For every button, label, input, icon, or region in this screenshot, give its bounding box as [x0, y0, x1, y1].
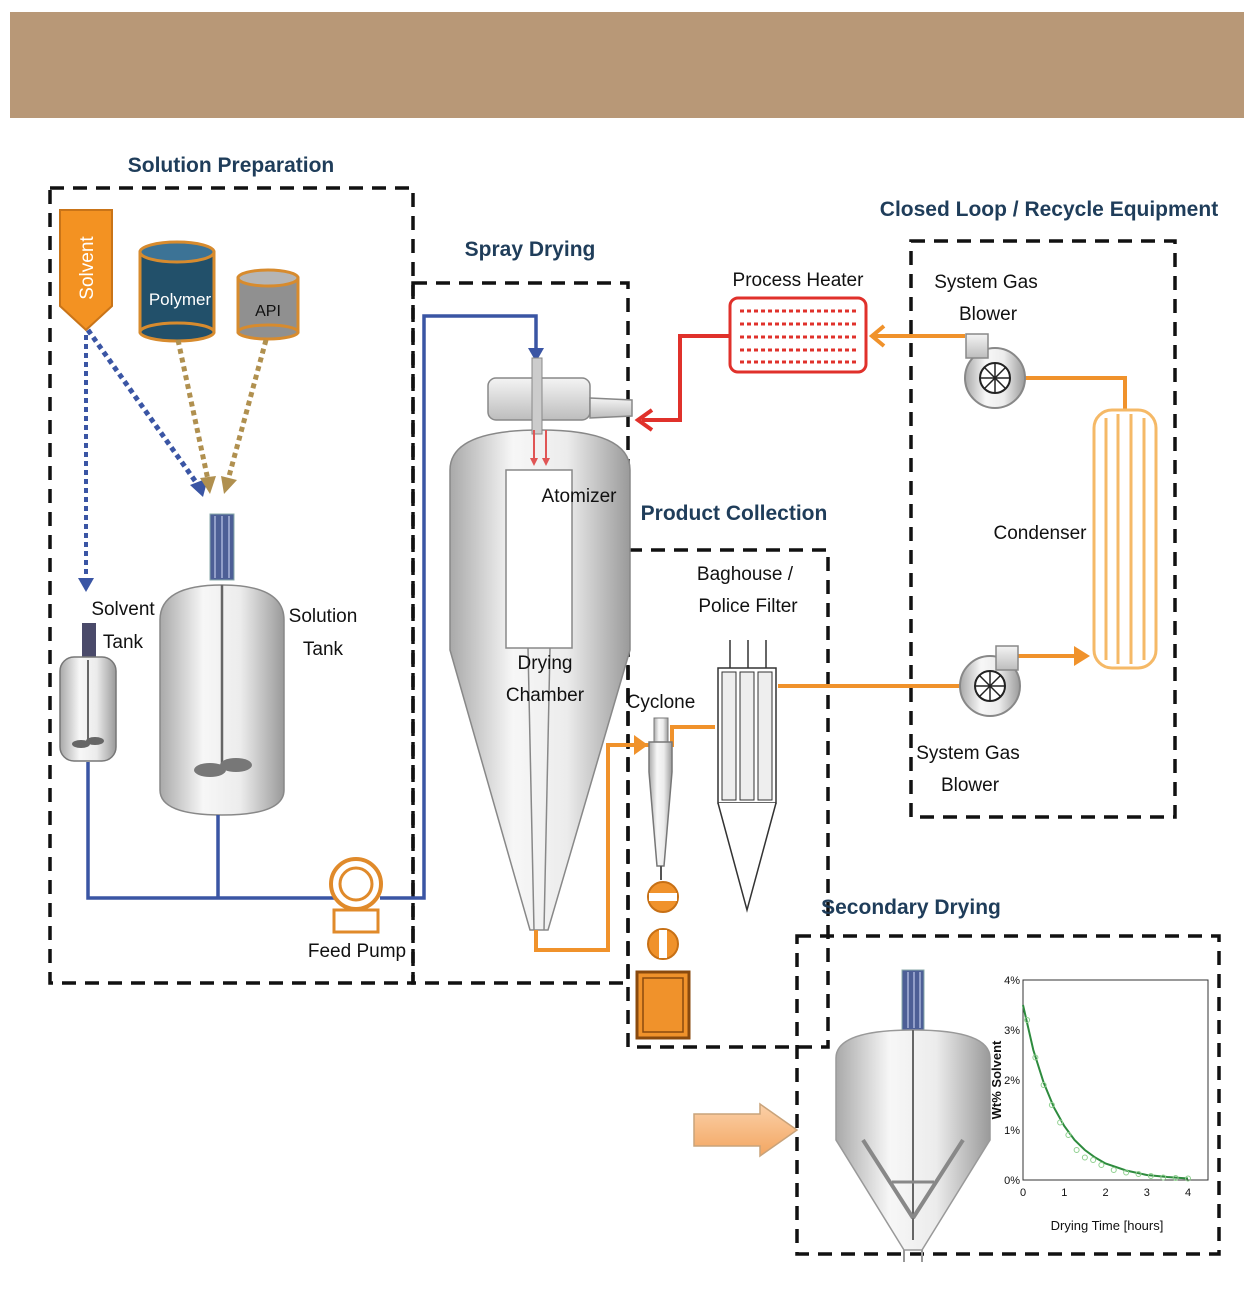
product-container-icon [635, 970, 691, 1040]
atomizer-spray-icon [530, 430, 550, 466]
gas-arrow-heater [868, 324, 886, 348]
feed-pump-label: Feed Pump [308, 941, 406, 962]
solution-tank-icon [159, 513, 285, 816]
chart-x-tick: 2 [1102, 1187, 1108, 1199]
feed-line [86, 314, 538, 900]
chart-x-tick: 1 [1061, 1187, 1067, 1199]
chart-ticks: 0 1 2 3 4 0% 1% 2% 3% 4% [1004, 975, 1191, 1199]
secondary-drying-box [795, 934, 1221, 1256]
gas-loop-line [534, 334, 1127, 952]
blower-top-icon [964, 333, 1026, 409]
chart-data-point [1098, 1162, 1105, 1168]
drying-chamber-icon [449, 357, 633, 931]
chart-data-point [1110, 1167, 1117, 1173]
chart-y-tick: 0% [1004, 1175, 1020, 1187]
chart-data-point [1081, 1154, 1088, 1161]
solution-preparation-title: Solution Preparation [128, 154, 335, 177]
chart-frame [1022, 979, 1209, 1181]
blower-top-label-1: System Gas [934, 272, 1037, 293]
atomizer-label: Atomizer [542, 486, 618, 507]
product-collection-title: Product Collection [641, 502, 828, 525]
gas-arrow-cyclone [634, 735, 648, 755]
baghouse-label-2: Police Filter [698, 596, 798, 617]
chart-data-point [1135, 1171, 1142, 1177]
chart-data-point [1057, 1119, 1064, 1126]
chart-data-point [1040, 1082, 1047, 1088]
chart-data-point [1090, 1157, 1097, 1163]
chart-y-tick: 2% [1004, 1075, 1020, 1087]
condenser-icon [1092, 408, 1158, 670]
chart-data-point [1073, 1147, 1080, 1153]
baghouse-filter-icon [717, 640, 777, 913]
process-heater-label: Process Heater [733, 270, 865, 291]
chart-marks [1022, 1004, 1191, 1182]
chart-data-point [1185, 1175, 1191, 1182]
solvent-tank-label-1: Solvent [91, 599, 155, 620]
baghouse-label-1: Baghouse / [697, 564, 794, 585]
condenser-label: Condenser [994, 523, 1088, 544]
chart-x-tick: 3 [1144, 1187, 1150, 1199]
chart-data-point [1032, 1054, 1039, 1061]
solvent-tank-icon [59, 623, 117, 762]
chart-data-point [1048, 1102, 1055, 1108]
chart-data-point [1024, 1017, 1031, 1023]
polymer-label: Polymer [149, 290, 212, 309]
solvent-tank-label-2: Tank [103, 632, 144, 653]
chart-x-label: Drying Time [hours] [1051, 1218, 1164, 1233]
drying-chamber-label-2: Chamber [506, 685, 585, 706]
process-heater-icon [728, 296, 868, 374]
rotary-valve-icon [647, 881, 679, 960]
feed-arrow-head [528, 348, 544, 362]
material-feed-arrows [78, 328, 269, 592]
solution-tank-label-1: Solution [289, 606, 358, 627]
drying-chamber-label-1: Drying [518, 653, 573, 674]
hot-gas-line [634, 334, 730, 432]
chart-data-point [1065, 1132, 1072, 1138]
secondary-drying-title: Secondary Drying [821, 896, 1001, 919]
chart-y-label: Wt% Solvent [989, 1040, 1004, 1119]
chart-data-point [1147, 1173, 1154, 1179]
api-drum-icon [236, 268, 300, 341]
chart-y-tick: 3% [1004, 1025, 1020, 1037]
chart-data-point [1160, 1174, 1167, 1181]
cyclone-label: Cyclone [627, 692, 696, 713]
drying-curve-chart: 0 1 2 3 4 0% 1% 2% 3% 4% Drying Time [hours] Wt% … [989, 975, 1209, 1233]
gas-arrow-condenser [1074, 646, 1090, 666]
chart-data-point [1172, 1175, 1179, 1181]
feed-pump-icon [329, 857, 383, 934]
chart-x-tick: 4 [1185, 1187, 1191, 1199]
blower-bottom-label-1: System Gas [916, 743, 1019, 764]
cyclone-icon [648, 717, 673, 880]
api-label: API [255, 303, 281, 320]
chart-y-tick: 1% [1004, 1125, 1020, 1137]
polymer-drum-icon [138, 240, 216, 343]
blower-bottom-icon [959, 645, 1021, 717]
chart-data-point [1123, 1169, 1130, 1176]
chart-x-tick: 0 [1020, 1187, 1026, 1199]
transfer-arrow-icon [693, 1102, 799, 1158]
blower-top-label-2: Blower [959, 304, 1018, 325]
chart-y-tick: 4% [1004, 975, 1020, 987]
solution-tank-label-2: Tank [303, 639, 344, 660]
blower-bottom-label-2: Blower [941, 775, 1000, 796]
closed-loop-title: Closed Loop / Recycle Equipment [880, 198, 1218, 221]
solvent-label: Solvent [77, 236, 98, 300]
solvent-silo-icon [59, 209, 113, 332]
product-collection-box [626, 548, 830, 1049]
closed-loop-box [909, 239, 1177, 819]
header-bar [10, 12, 1244, 118]
spray-drying-title: Spray Drying [465, 238, 596, 261]
secondary-dryer-icon [835, 969, 991, 1262]
